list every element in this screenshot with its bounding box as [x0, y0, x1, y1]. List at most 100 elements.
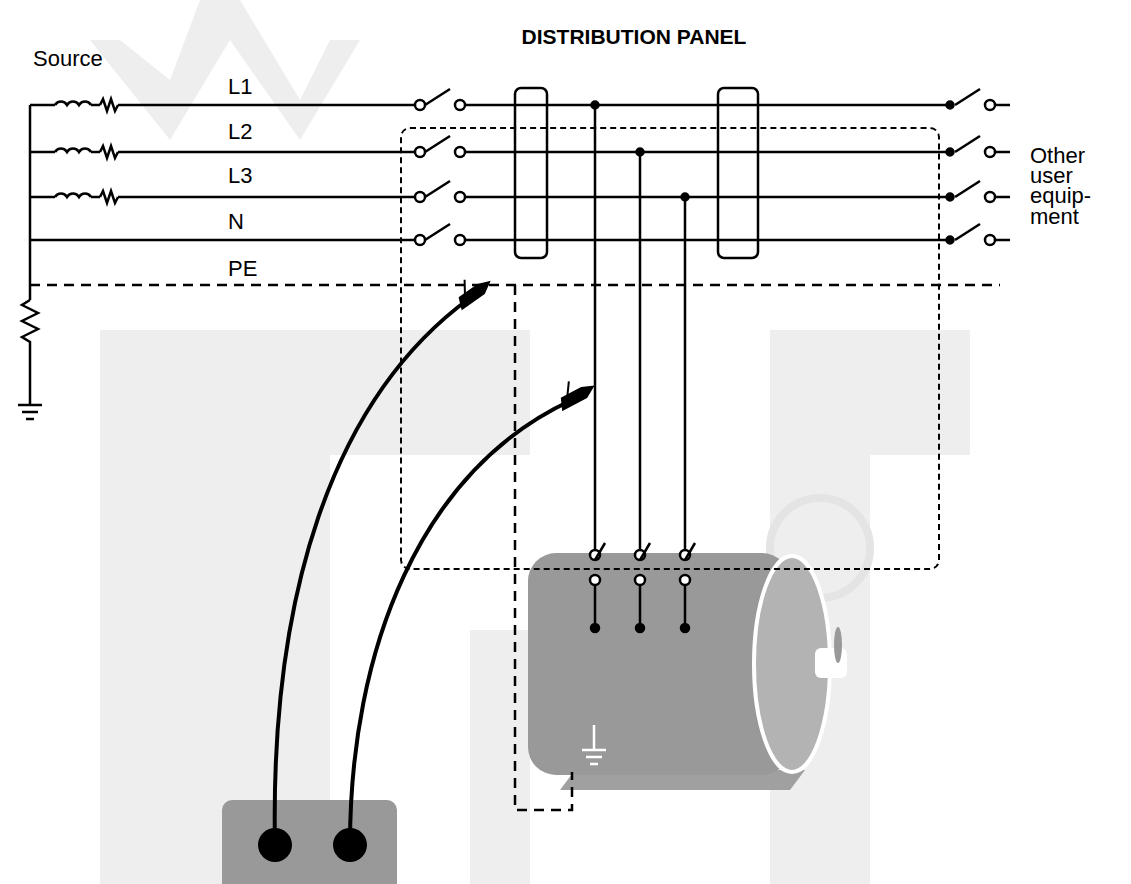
line-label: N	[228, 211, 244, 233]
motor-terminal	[636, 624, 644, 632]
switch-contact	[455, 100, 465, 110]
bus-wire	[515, 151, 547, 154]
switch-blade	[955, 136, 980, 152]
resistor-symbol	[100, 191, 118, 203]
current-transformer	[718, 88, 758, 258]
resistor-symbol	[100, 99, 118, 111]
tester-socket	[258, 828, 292, 862]
neutral-wire	[30, 239, 415, 242]
pe-bond	[515, 285, 572, 810]
bus-wire	[718, 196, 758, 199]
switch-contact	[680, 575, 690, 585]
feeder-wire	[995, 239, 1010, 242]
switch-blade	[955, 181, 980, 197]
tester-socket	[333, 828, 367, 862]
equipment-label: Other user equip- ment	[1030, 146, 1110, 227]
watermark	[90, 0, 970, 884]
inductor-symbol	[55, 149, 91, 152]
switch-blade	[425, 136, 450, 152]
feeder-wire	[995, 196, 1010, 199]
junction-dot	[947, 149, 954, 156]
test-lead	[350, 400, 572, 845]
switch-blade	[425, 181, 450, 197]
switch-contact	[455, 192, 465, 202]
bus-wire	[718, 151, 758, 154]
phase-wire	[30, 104, 55, 107]
line-label: L1	[228, 76, 252, 98]
ground-lead	[593, 725, 596, 750]
line-label: PE	[228, 258, 257, 280]
ground-symbol	[582, 750, 606, 764]
switch-blade	[425, 89, 450, 105]
switch-contact	[590, 575, 600, 585]
phase-wire	[91, 104, 100, 107]
test-clip	[450, 269, 492, 308]
resistor-symbol	[100, 146, 118, 158]
inductor-symbol	[55, 102, 91, 105]
motor-feeder	[684, 585, 687, 628]
source-label: Source	[33, 48, 103, 70]
phase-wire	[118, 196, 415, 199]
switch-contact	[455, 235, 465, 245]
switch-blade	[425, 224, 450, 240]
bus-wire	[465, 239, 950, 242]
bus-wire	[718, 239, 758, 242]
bus-wire	[718, 104, 758, 107]
feeder-wire	[995, 104, 1010, 107]
line-label: L3	[228, 165, 252, 187]
wiring	[18, 88, 1010, 862]
inductor-symbol	[55, 194, 91, 197]
switch-contact	[985, 100, 995, 110]
switch-contact	[415, 100, 425, 110]
phase-wire	[91, 196, 100, 199]
switch-blade	[955, 89, 980, 105]
bus-wire	[515, 104, 547, 107]
panel-heading: DISTRIBUTION PANEL	[522, 26, 747, 47]
phase-wire	[30, 196, 55, 199]
bus-wire	[515, 196, 547, 199]
source-common	[29, 105, 32, 300]
bus-wire	[465, 104, 950, 107]
feeder-wire	[995, 151, 1010, 154]
phase-wire	[118, 151, 415, 154]
line-label: L2	[228, 121, 252, 143]
phase-wire	[118, 104, 415, 107]
motor-feeder	[639, 152, 642, 550]
switch-contact	[985, 147, 995, 157]
switch-blade	[685, 543, 695, 560]
switch-contact	[415, 192, 425, 202]
phase-wire	[30, 151, 55, 154]
junction-dot	[947, 237, 954, 244]
switch-contact	[635, 575, 645, 585]
switch-blade	[595, 543, 605, 560]
bus-wire	[515, 239, 547, 242]
motor-terminal	[681, 624, 689, 632]
shaft-key	[834, 627, 842, 663]
test-clip	[553, 373, 595, 409]
motor-feeder	[594, 105, 597, 550]
switch-contact	[415, 235, 425, 245]
bus-wire	[465, 196, 950, 199]
motor-terminal	[591, 624, 599, 632]
switch-contact	[985, 192, 995, 202]
switch-contact	[985, 235, 995, 245]
resistor-symbol	[22, 300, 38, 405]
switch-blade	[955, 224, 980, 240]
switch-contact	[455, 147, 465, 157]
motor-feeder	[594, 585, 597, 628]
panel-enclosure: DISTRIBUTION PANEL	[400, 127, 940, 570]
tester-body	[222, 800, 397, 884]
junction-dot	[947, 194, 954, 201]
current-transformer	[515, 88, 547, 258]
phase-wire	[91, 151, 100, 154]
junction-dot	[947, 102, 954, 109]
ground-symbol	[18, 405, 42, 419]
switch-blade	[640, 543, 650, 560]
test-lead	[275, 298, 470, 845]
motor-shaft	[815, 648, 847, 678]
motor-illustration	[528, 553, 847, 790]
motor-feeder	[684, 197, 687, 550]
motor-feeder	[639, 585, 642, 628]
